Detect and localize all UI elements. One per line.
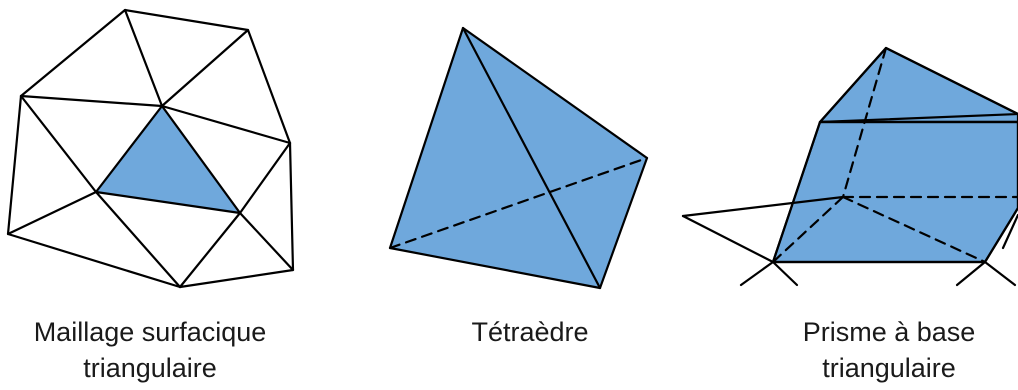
caption-prism-line2: triangulaire <box>822 353 956 383</box>
tetrahedron-faces <box>388 26 649 290</box>
caption-surface-mesh-line2: triangulaire <box>83 353 217 383</box>
tetrahedron <box>388 26 649 290</box>
prism-top-outline <box>818 46 1018 124</box>
mesh-highlighted-triangle <box>96 106 240 213</box>
triangular-prism <box>681 46 1018 287</box>
caption-prism-line1: Prisme à base <box>802 317 976 347</box>
prism-extension-lines <box>681 195 1018 287</box>
prism-front-outline <box>771 120 1018 264</box>
caption-tetrahedron-line1: Tétraèdre <box>471 317 589 347</box>
prism-hidden-edges <box>771 46 1018 264</box>
mesh-edges <box>6 8 295 289</box>
mesh-outline <box>6 8 295 289</box>
triangular-surface-mesh <box>6 8 295 289</box>
prism-front-face <box>771 120 1018 264</box>
tetrahedron-front-edge <box>461 26 602 290</box>
caption-tetrahedron: Tétraèdre <box>400 314 660 350</box>
prism-top-face <box>818 46 1018 124</box>
caption-prism: Prisme à base triangulaire <box>760 314 1018 386</box>
caption-surface-mesh: Maillage surfacique triangulaire <box>0 314 300 386</box>
tetrahedron-hidden-edge <box>388 156 649 250</box>
caption-surface-mesh-line1: Maillage surfacique <box>33 317 267 347</box>
